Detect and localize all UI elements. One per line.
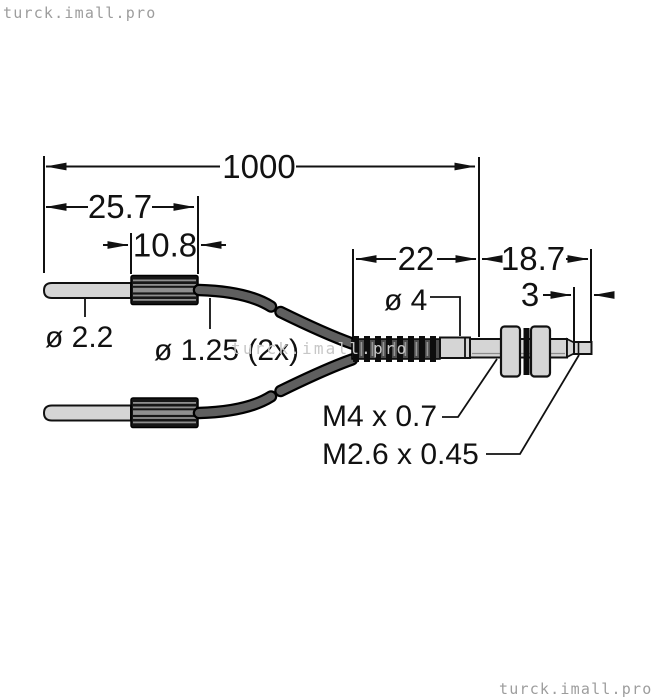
upper-fiber-branch bbox=[42, 274, 359, 350]
dimension-lines bbox=[45, 162, 615, 299]
threaded-end-tip bbox=[573, 341, 593, 355]
leader-end-thread bbox=[486, 354, 580, 455]
upper-fiber-cable bbox=[192, 283, 359, 350]
lock-washer bbox=[523, 328, 530, 375]
dimension-texts: 1000 25.7 10.8 22 18.7 3 bbox=[88, 148, 565, 313]
watermark-top-left: turck.imall.pro bbox=[3, 4, 157, 22]
lower-fiber-branch bbox=[42, 353, 359, 429]
label-texts: ø 2.2 ø 1.25 (2x) ø 4 M4 x 0.7 M2.6 x 0.… bbox=[45, 284, 479, 471]
label-fiber-diameter: ø 1.25 (2x) bbox=[154, 334, 299, 367]
dim-text-overall-length: 1000 bbox=[222, 148, 295, 185]
upper-sensing-tip bbox=[42, 282, 132, 299]
watermark-bottom-right: turck.imall.pro bbox=[499, 680, 653, 698]
leader-housing-thread bbox=[442, 358, 498, 418]
dim-text-connector-length: 10.8 bbox=[133, 227, 197, 264]
upper-connector-ribs bbox=[133, 279, 196, 301]
dim-text-tip-length: 3 bbox=[521, 276, 539, 313]
label-housing-thread: M4 x 0.7 bbox=[322, 400, 437, 433]
tip-chamfer bbox=[566, 337, 575, 359]
label-tip-diameter: ø 2.2 bbox=[45, 321, 113, 354]
leader-housing-diameter bbox=[430, 296, 461, 336]
hex-nut-rear bbox=[529, 325, 552, 378]
dim-text-tip-assembly-length: 25.7 bbox=[88, 188, 152, 225]
watermark-center: turck.imall.pro bbox=[231, 339, 409, 358]
extension-lines bbox=[43, 156, 592, 342]
lower-connector-ribs bbox=[133, 402, 196, 424]
sensor-housing bbox=[351, 325, 593, 378]
lower-fiber-cable bbox=[192, 353, 359, 420]
label-end-thread: M2.6 x 0.45 bbox=[322, 438, 479, 471]
strain-relief-ribs bbox=[353, 336, 436, 362]
hex-nut-front bbox=[499, 325, 522, 378]
lower-sensing-tip bbox=[42, 404, 132, 422]
leader-lines bbox=[84, 296, 580, 455]
dim-text-housing-length: 22 bbox=[398, 240, 435, 277]
dim-text-rear-length: 18.7 bbox=[501, 240, 565, 277]
label-housing-diameter: ø 4 bbox=[384, 284, 427, 317]
strain-relief-highlights bbox=[360, 342, 429, 356]
